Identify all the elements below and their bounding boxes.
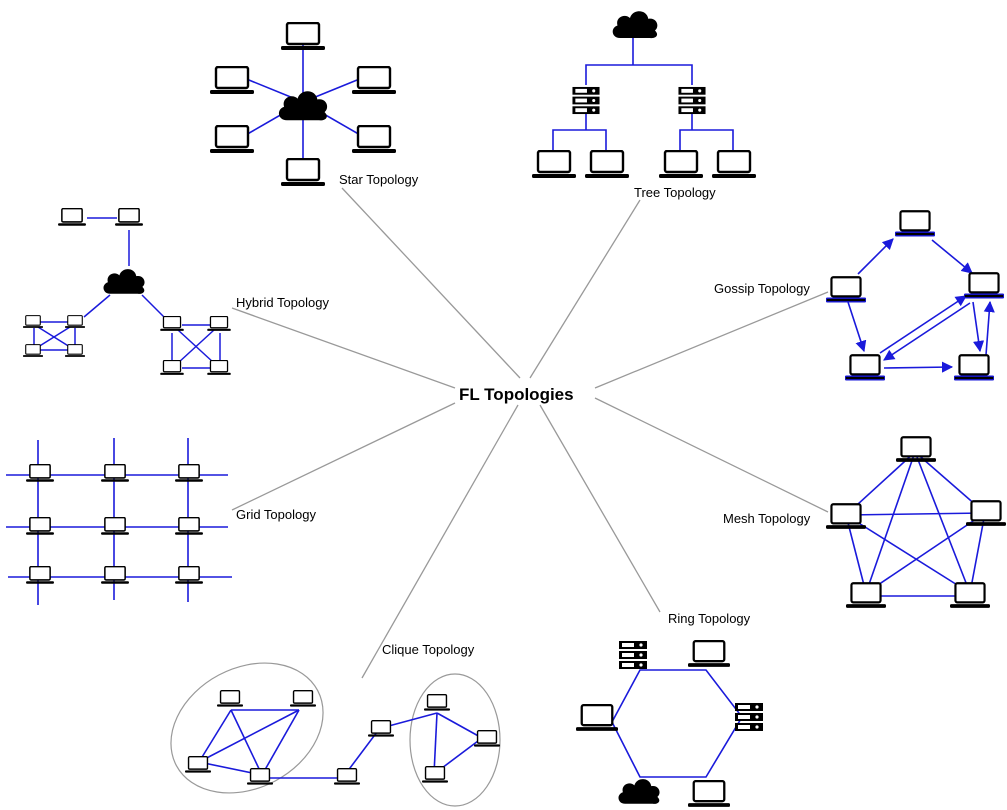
connector-ring <box>539 404 661 613</box>
laptop-icon <box>281 158 325 188</box>
laptop-icon <box>175 464 203 483</box>
server-rack-icon <box>572 86 600 115</box>
laptop-icon <box>896 436 936 463</box>
laptop-icon <box>826 276 866 303</box>
grid-topology <box>6 438 232 605</box>
laptop-icon <box>101 566 129 585</box>
laptop-icon <box>422 766 448 784</box>
label-star-topology: Star Topology <box>339 172 419 187</box>
laptop-icon <box>247 768 273 786</box>
laptop-icon <box>532 150 576 180</box>
laptop-icon <box>826 503 866 530</box>
laptop-icon <box>474 730 500 748</box>
laptop-icon <box>334 768 360 786</box>
laptop-icon <box>659 150 703 180</box>
connector-clique <box>361 404 519 679</box>
label-clique-topology: Clique Topology <box>382 642 475 657</box>
connector-grid <box>231 402 456 511</box>
laptop-icon <box>101 464 129 483</box>
laptop-icon <box>207 316 231 332</box>
laptop-icon <box>964 272 1004 299</box>
laptop-icon <box>210 125 254 155</box>
laptop-icon <box>688 640 730 669</box>
laptop-icon <box>160 316 184 332</box>
cloud-icon <box>103 269 145 294</box>
server-rack-icon <box>619 641 647 669</box>
laptop-icon <box>175 566 203 585</box>
cloud-icon <box>618 779 660 804</box>
label-ring-topology: Ring Topology <box>668 611 751 626</box>
connector-tree <box>529 199 641 379</box>
laptop-icon <box>26 517 54 536</box>
diagram-title: FL Topologies <box>459 385 574 404</box>
laptop-icon <box>101 517 129 536</box>
label-grid-topology: Grid Topology <box>236 507 316 522</box>
cloud-icon <box>612 11 658 39</box>
laptop-icon <box>846 582 886 609</box>
clique-outline <box>170 662 324 794</box>
laptop-icon <box>58 208 86 227</box>
label-gossip-topology: Gossip Topology <box>714 281 810 296</box>
clique-outline <box>409 673 501 807</box>
laptop-icon <box>845 354 885 381</box>
clique-topology <box>170 662 501 807</box>
connector-star <box>341 187 521 379</box>
laptop-icon <box>23 315 43 329</box>
laptop-icon <box>115 208 143 227</box>
laptop-icon <box>185 756 211 774</box>
laptop-icon <box>895 210 935 237</box>
label-hybrid-topology: Hybrid Topology <box>236 295 329 310</box>
gossip-topology <box>826 210 1004 381</box>
label-tree-topology: Tree Topology <box>634 185 716 200</box>
laptop-icon <box>585 150 629 180</box>
laptop-icon <box>207 360 231 376</box>
mesh-topology <box>826 436 1006 609</box>
laptop-icon <box>576 704 618 733</box>
connector-hybrid <box>231 307 456 389</box>
laptop-icon <box>65 344 85 358</box>
laptop-icon <box>688 780 730 809</box>
laptop-icon <box>950 582 990 609</box>
laptop-icon <box>217 690 243 708</box>
connector-gossip <box>594 291 829 389</box>
hybrid-topology <box>23 208 231 376</box>
ring-topology <box>576 640 763 809</box>
laptop-icon <box>160 360 184 376</box>
laptop-icon <box>954 354 994 381</box>
laptop-icon <box>352 66 396 96</box>
connector-mesh <box>594 397 829 513</box>
laptop-icon <box>65 315 85 329</box>
laptop-icon <box>352 125 396 155</box>
laptop-icon <box>23 344 43 358</box>
tree-topology <box>532 11 756 180</box>
laptop-icon <box>368 720 394 738</box>
laptop-icon <box>26 464 54 483</box>
connector-lines <box>231 187 829 679</box>
server-rack-icon <box>735 703 763 731</box>
label-mesh-topology: Mesh Topology <box>723 511 811 526</box>
laptop-icon <box>210 66 254 96</box>
laptop-icon <box>712 150 756 180</box>
laptop-icon <box>424 694 450 712</box>
laptop-icon <box>26 566 54 585</box>
star-topology <box>210 22 396 188</box>
laptop-icon <box>290 690 316 708</box>
laptop-icon <box>175 517 203 536</box>
server-rack-icon <box>678 86 706 115</box>
